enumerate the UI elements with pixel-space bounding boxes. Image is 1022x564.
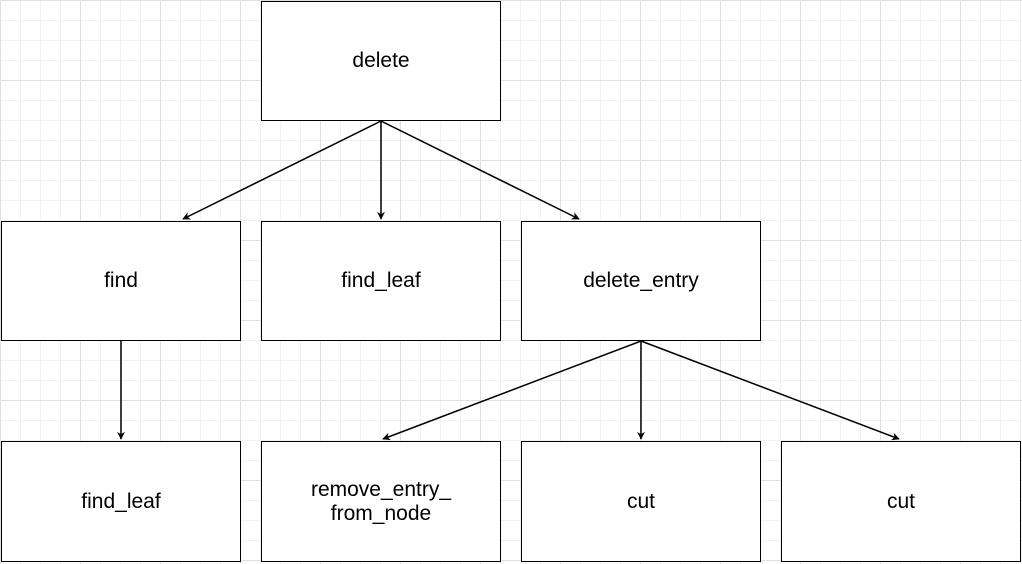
node-label: remove_entry_ from_node	[310, 477, 452, 525]
node-label: cut	[886, 489, 915, 513]
node-label: find	[104, 269, 138, 292]
node-find-leaf[interactable]: find_leaf	[261, 221, 501, 341]
node-label: find_leaf	[81, 489, 161, 513]
node-label: delete_entry	[583, 269, 699, 292]
node-remove-entry-from-node[interactable]: remove_entry_ from_node	[261, 441, 501, 562]
node-find-leaf-child[interactable]: find_leaf	[1, 441, 241, 562]
node-cut-second[interactable]: cut	[781, 441, 1021, 562]
node-delete-entry[interactable]: delete_entry	[521, 221, 761, 341]
edge-delete-entry-to-cut-2	[640, 340, 900, 441]
edge-delete-entry-to-remove-entry	[382, 340, 642, 441]
node-delete[interactable]: delete	[261, 1, 501, 121]
node-label: find_leaf	[341, 269, 421, 292]
edge-delete-to-find	[182, 120, 382, 220]
edge-delete-to-delete-entry	[380, 120, 580, 220]
node-label: delete	[352, 49, 410, 72]
node-find[interactable]: find	[1, 221, 241, 341]
node-cut-first[interactable]: cut	[521, 441, 761, 562]
node-label: cut	[626, 489, 655, 513]
